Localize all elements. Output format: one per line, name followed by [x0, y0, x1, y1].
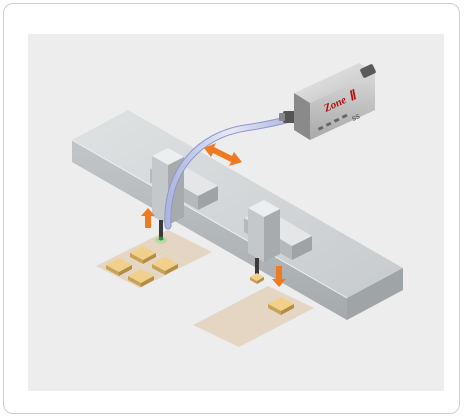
pad: [216, 323, 264, 347]
component: [106, 258, 132, 276]
component: [268, 297, 294, 315]
gantry-beam: [71, 110, 403, 320]
pad: [243, 286, 291, 310]
component: [130, 246, 156, 264]
double-arrow-icon: [204, 143, 242, 166]
component: [128, 269, 154, 287]
arrow-up-icon: [141, 208, 155, 228]
pad: [241, 310, 289, 334]
pad: [218, 299, 266, 323]
pad: [166, 241, 212, 264]
right-pad-grid: [193, 286, 314, 347]
component: [152, 257, 178, 275]
pad: [193, 312, 241, 336]
right-pick-head: [244, 200, 312, 284]
model-label: SS: [351, 114, 361, 123]
arrow-down-icon: [272, 266, 286, 287]
left-component-grid: [96, 230, 212, 288]
sensor-amplifier: Zone Ⅱ SS: [279, 63, 376, 140]
